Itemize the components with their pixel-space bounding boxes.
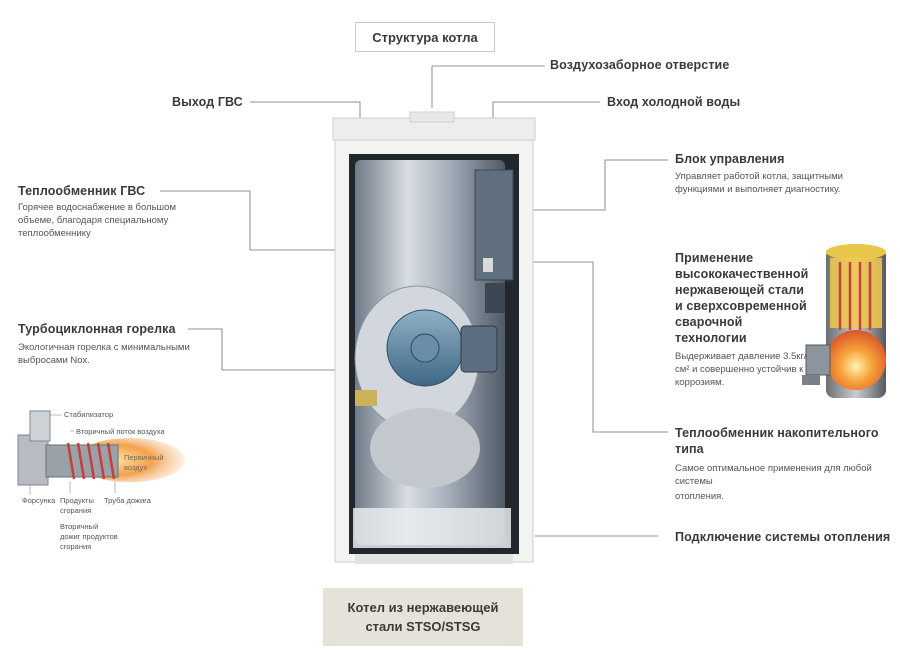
label-dhw-exchanger: Теплообменник ГВС Горячее водоснабжение … — [18, 184, 218, 240]
caption-line-1: Котел из нержавеющей — [347, 600, 499, 615]
storage-exchanger-desc-1: Самое оптимальное применения для любой с… — [675, 463, 872, 487]
label-burner: Турбоциклонная горелка Экологичная горел… — [18, 322, 218, 367]
line-air-intake — [431, 65, 545, 108]
air-intake-cap — [409, 111, 455, 123]
schematic-label-combustion-1: Продукты — [60, 496, 94, 505]
schematic-label-afterburn-tube: Труба дожига — [104, 496, 151, 505]
schematic-coil — [66, 442, 116, 480]
label-air-intake: Воздухозаборное отверстие — [550, 58, 730, 72]
burner-base — [370, 408, 480, 488]
boiler-illustration — [332, 111, 536, 564]
schematic-label-nozzle: Форсунка — [22, 496, 56, 505]
schematic-label-secondary-2: дожиг продуктов — [60, 532, 118, 541]
cutaway-flame — [826, 330, 886, 390]
stainless-title-5: сварочной технологии — [675, 315, 747, 345]
burner-schematic — [17, 410, 185, 495]
diagram-title: Структура котла — [355, 22, 495, 52]
label-storage-exchanger: Теплообменник накопительного типа Самое … — [675, 425, 890, 503]
dhw-exchanger-title: Теплообменник ГВС — [18, 184, 146, 198]
stainless-desc-3: коррозиям. — [675, 377, 725, 388]
dhw-exchanger-desc-2: объеме, благодаря специальному — [18, 215, 169, 226]
burner-desc-2: выбросами Nox. — [18, 355, 90, 366]
label-heating-connection: Подключение системы отопления — [675, 530, 891, 544]
schematic-label-secondary-3: сгорания — [60, 542, 92, 551]
label-hot-water-out: Выход ГВС — [172, 95, 243, 109]
caption-line-2: стали STSO/STSG — [365, 619, 481, 634]
boiler-caption: Котел из нержавеющей стали STSO/STSG — [323, 588, 523, 646]
stainless-title-4: и сверхсовременной — [675, 299, 807, 313]
control-unit-title: Блок управления — [675, 152, 785, 166]
stainless-desc-2: см² и совершенно устойчив к — [675, 364, 804, 375]
schematic-label-primary-air-1: Первичный — [124, 453, 164, 462]
storage-exchanger-desc-2: отопления. — [675, 491, 724, 502]
schematic-label-stabilizer: Стабилизатор — [64, 410, 114, 419]
label-control-unit: Блок управления Управляет работой котла,… — [675, 152, 875, 196]
stainless-title-1: Применение — [675, 251, 754, 265]
storage-exchanger-title-1: Теплообменник накопительного — [675, 426, 879, 440]
control-unit — [474, 169, 514, 281]
diagram-title-text: Структура котла — [372, 29, 478, 45]
control-unit-desc-2: функциями и выполняет диагностику. — [675, 184, 841, 195]
burner-desc-1: Экологичная горелка с минимальными — [18, 342, 190, 353]
label-cold-water-in: Вход холодной воды — [607, 95, 741, 109]
stainless-title-3: нержавеющей стали — [675, 283, 805, 297]
schematic-label-secondary-1: Вторичный — [60, 522, 99, 531]
schematic-label-secondary-air: Вторичный поток воздуха — [76, 427, 165, 436]
control-unit-desc-1: Управляет работой котла, защитными — [675, 171, 843, 182]
schematic-label-combustion-2: сгорания — [60, 506, 92, 515]
burner-title: Турбоциклонная горелка — [18, 322, 176, 336]
stainless-title-2: высококачественной — [675, 267, 809, 281]
schematic-label-primary-air-2: воздух — [124, 463, 148, 472]
stainless-desc-1: Выдерживает давление 3.5кг/ — [675, 351, 807, 362]
storage-exchanger-title-2: типа — [675, 442, 704, 456]
dhw-exchanger-desc-3: теплообменнику — [18, 228, 91, 239]
label-stainless-steel: Применение высококачественной нержавеюще… — [675, 250, 810, 389]
cutaway-water — [830, 258, 882, 328]
schematic-body — [17, 434, 49, 486]
burner-pump — [460, 325, 498, 373]
exchanger-cutaway-illustration — [802, 244, 886, 398]
dhw-exchanger-desc-1: Горячее водоснабжение в большом — [18, 202, 176, 213]
